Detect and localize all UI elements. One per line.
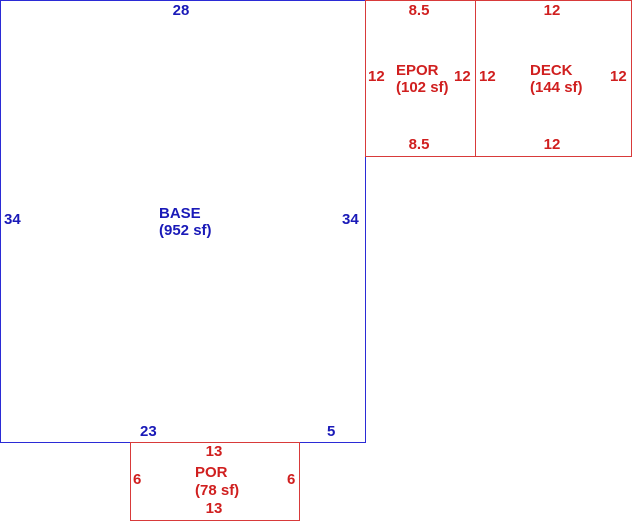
epor-right-dimension: 12 <box>454 68 471 85</box>
epor-area-name: EPOR <box>396 62 439 79</box>
deck-bottom-dimension: 12 <box>543 136 561 153</box>
por-left-dimension: 6 <box>133 471 142 488</box>
base-area-name: BASE <box>159 205 201 222</box>
epor-left-dimension: 12 <box>368 68 385 85</box>
base-bottom-left-dimension: 23 <box>140 423 157 440</box>
epor-top-dimension: 8.5 <box>408 2 430 19</box>
por-area-outline <box>130 442 300 521</box>
base-bottom-right-dimension: 5 <box>327 423 336 440</box>
deck-left-dimension: 12 <box>479 68 496 85</box>
base-area-size: (952 sf) <box>159 222 212 239</box>
epor-bottom-dimension: 8.5 <box>408 136 430 153</box>
base-left-dimension: 34 <box>4 211 21 228</box>
por-right-dimension: 6 <box>287 471 296 488</box>
deck-area-size: (144 sf) <box>530 79 583 96</box>
por-area-size: (78 sf) <box>195 482 240 499</box>
por-top-dimension: 13 <box>205 443 223 460</box>
base-right-dimension: 34 <box>342 211 359 228</box>
deck-area-name: DECK <box>530 62 573 79</box>
deck-right-dimension: 12 <box>610 68 627 85</box>
epor-area-size: (102 sf) <box>396 79 449 96</box>
por-area-name: POR <box>195 464 228 481</box>
deck-top-dimension: 12 <box>543 2 561 19</box>
por-bottom-dimension: 13 <box>205 500 223 517</box>
base-top-dimension: 28 <box>172 2 190 19</box>
